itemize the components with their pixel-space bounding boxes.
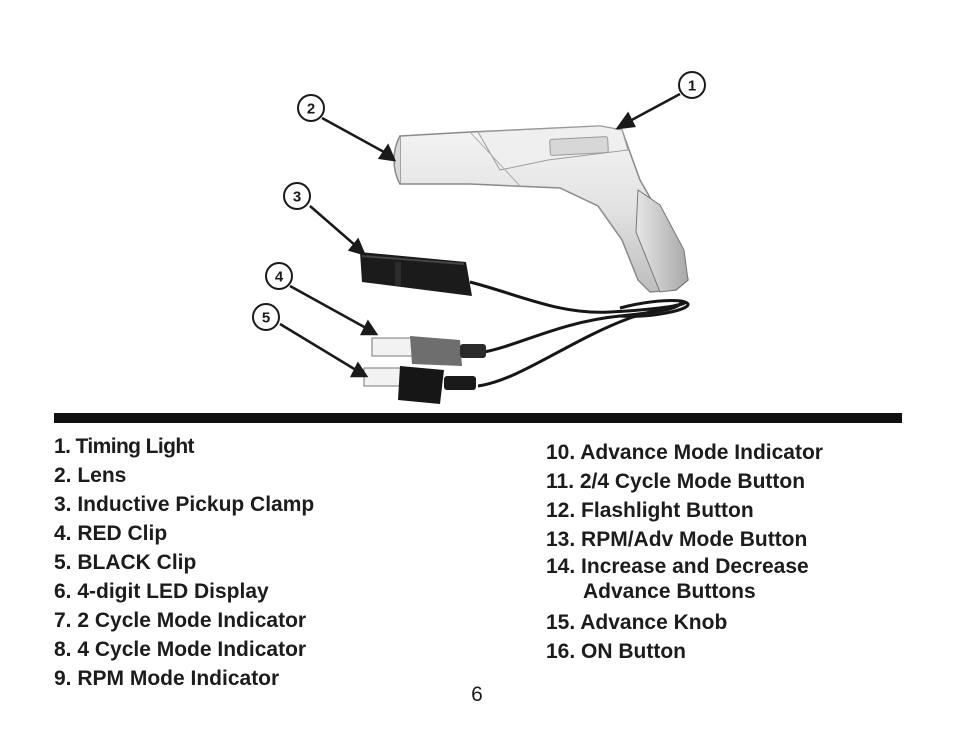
- legend-item: 13. RPM/Adv Mode Button: [546, 528, 808, 551]
- legend-item: 8. 4 Cycle Mode Indicator: [54, 638, 307, 661]
- legend-item: 16. ON Button: [546, 640, 686, 663]
- callout-2: 2: [297, 94, 325, 122]
- legend-item: 14. Increase and Decrease Advance Button…: [546, 554, 823, 604]
- callout-4: 4: [265, 262, 293, 290]
- svg-text:1: 1: [688, 78, 696, 95]
- inductive-pickup-clamp: [360, 252, 472, 296]
- callout-arrows: [279, 92, 681, 378]
- legend-item-continuation: Advance Buttons: [583, 580, 756, 603]
- legend-item: 5. BLACK Clip: [54, 551, 197, 574]
- callout-1: 1: [678, 71, 706, 99]
- legend-item: 3. Inductive Pickup Clamp: [54, 493, 315, 516]
- section-divider: [54, 413, 902, 423]
- page-number: 6: [471, 683, 483, 706]
- timing-light-illustration: 1 2 3 4 5: [252, 71, 706, 404]
- black-clip: [363, 366, 476, 404]
- legend-item-line: 14. Increase and Decrease: [546, 555, 809, 578]
- callout-5: 5: [252, 303, 280, 331]
- legend-item: 7. 2 Cycle Mode Indicator: [54, 609, 307, 632]
- legend-item: 1. Timing Light: [54, 435, 195, 458]
- svg-text:5: 5: [262, 310, 270, 327]
- red-clip: [371, 336, 486, 366]
- cables: [469, 280, 690, 388]
- legend-item: 6. 4-digit LED Display: [54, 580, 269, 603]
- callout-3: 3: [283, 182, 311, 210]
- svg-text:4: 4: [275, 269, 284, 286]
- legend-item: 12. Flashlight Button: [546, 499, 754, 522]
- parts-legend-left: 1. Timing Light 2. Lens 3. Inductive Pic…: [54, 432, 314, 693]
- svg-text:2: 2: [307, 101, 315, 118]
- legend-item: 4. RED Clip: [54, 522, 168, 545]
- legend-item: 11. 2/4 Cycle Mode Button: [546, 470, 806, 493]
- legend-item: 10. Advance Mode Indicator: [546, 441, 823, 464]
- legend-item: 15. Advance Knob: [546, 611, 728, 634]
- parts-legend-right: 10. Advance Mode Indicator 11. 2/4 Cycle…: [546, 438, 823, 666]
- legend-item: 9. RPM Mode Indicator: [54, 667, 280, 690]
- svg-text:3: 3: [293, 189, 301, 206]
- legend-item: 2. Lens: [54, 464, 127, 487]
